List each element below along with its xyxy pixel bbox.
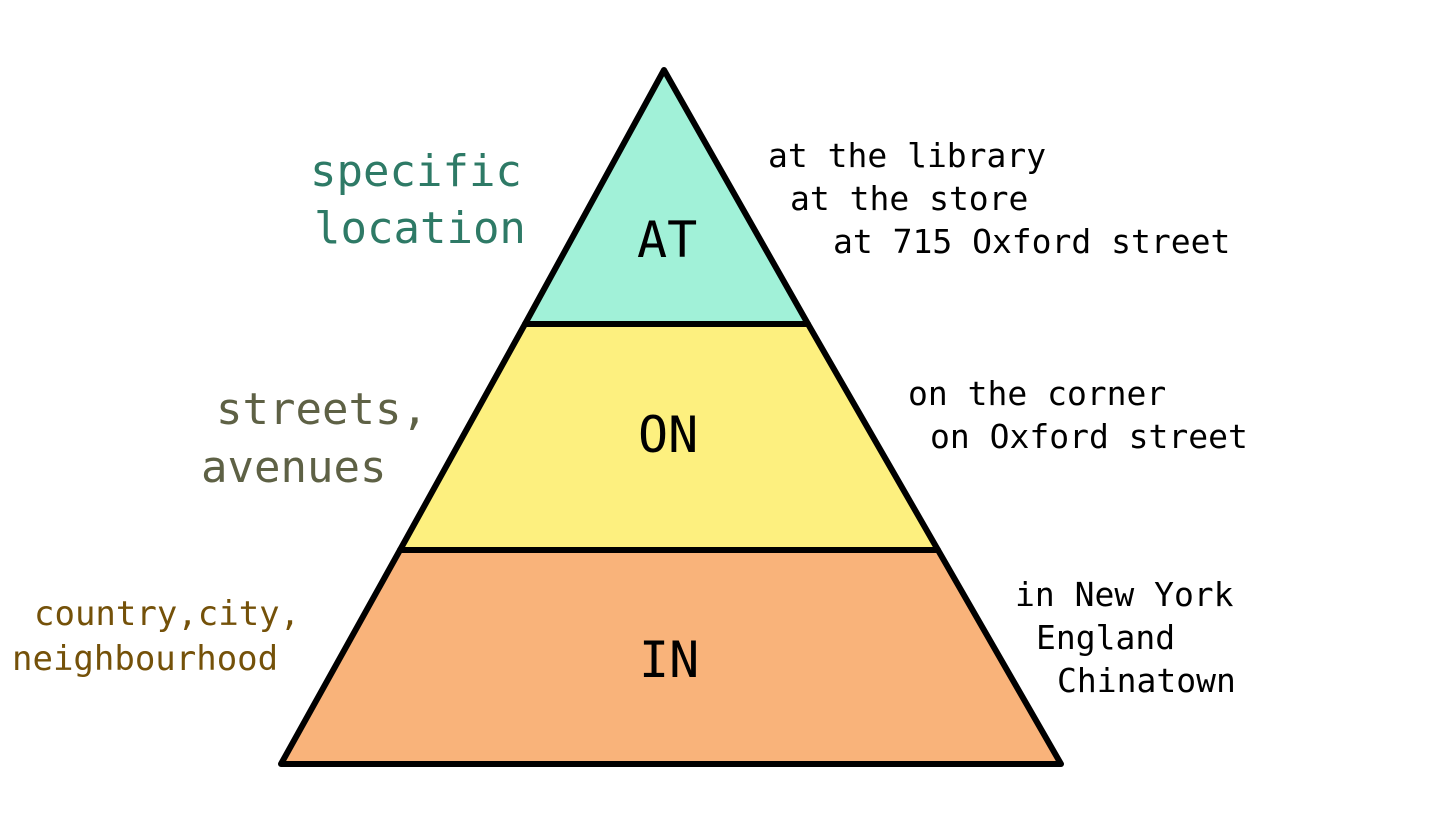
example-on-1: on the corner [908,374,1167,413]
category-on-line-1: streets, [216,384,428,435]
tier-at-label: AT [637,211,698,269]
tier-in-label: IN [639,631,700,689]
tier-on-label: ON [638,406,699,464]
tier-at-shape [522,67,811,327]
example-on-2: on Oxford street [930,417,1248,456]
category-in-line-1: country,city, [34,594,301,634]
example-in-1: in New York [1015,575,1234,614]
example-at-3: at 715 Oxford street [833,222,1231,261]
category-at-line-2: location [314,203,526,254]
example-in-3: Chinatown [1057,661,1236,700]
category-in-line-2: neighbourhood [12,639,279,679]
category-on-line-2: avenues [201,442,387,493]
example-at-1: at the library [768,136,1047,175]
category-at-line-1: specific [310,146,522,197]
example-at-2: at the store [790,179,1029,218]
example-in-2: England [1036,618,1176,657]
